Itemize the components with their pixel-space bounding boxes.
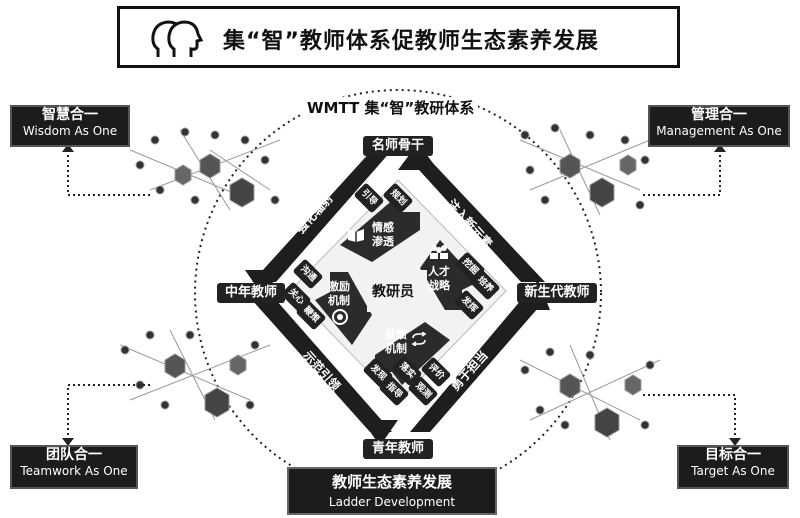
page-title: 集“智”教师体系促教师生态素养发展 — [223, 29, 599, 54]
band-top-right — [410, 160, 545, 282]
network-cluster-top-left — [129, 127, 281, 211]
network-cluster-bottom-left — [119, 329, 271, 421]
people-icon — [430, 245, 448, 259]
corner-target-cn: 目标合一 — [705, 447, 761, 463]
band-top-left — [252, 150, 392, 282]
band-bottom-left — [252, 300, 392, 432]
arrowhead-top-right — [714, 144, 726, 152]
quadrant-top-line1: 情感 — [372, 221, 394, 234]
arrowhead-bottom-right — [729, 438, 741, 446]
quadrant-right-line1: 人才 — [428, 265, 450, 278]
arrowhead-top-left — [62, 144, 74, 152]
corner-wisdom-en: Wisdom As One — [22, 124, 118, 138]
quadrant-bottom-line1: 反馈 — [385, 328, 407, 341]
corner-management-cn: 管理合一 — [691, 107, 747, 123]
bottom-box-en: Ladder Development — [328, 495, 456, 509]
corner-target: 目标合一 Target As One — [677, 445, 789, 489]
connector-bottom-left — [67, 384, 150, 440]
book-icon — [348, 229, 364, 242]
vertex-bottom: 青年教师 — [363, 439, 433, 459]
connector-top-right — [640, 150, 721, 196]
corner-wisdom: 智慧合一 Wisdom As One — [10, 105, 130, 147]
arrowhead-band-top-right — [398, 143, 438, 170]
cycle-icon — [411, 332, 427, 346]
corner-wisdom-cn: 智慧合一 — [42, 107, 98, 123]
arrowhead-band-bottom-left — [362, 420, 398, 446]
center-label: 教研员 — [372, 284, 414, 300]
connector-top-left — [67, 150, 150, 196]
vertex-left: 中年教师 — [217, 283, 285, 303]
vertex-top: 名师骨干 — [363, 136, 433, 156]
vertex-right: 新生代教师 — [517, 283, 597, 303]
bottom-box: 教师生态素养发展 Ladder Development — [287, 467, 497, 515]
corner-target-en: Target As One — [691, 464, 775, 478]
quadrant-left-line1: 激励 — [328, 280, 350, 293]
band-bottom-right — [410, 300, 545, 432]
connector-bottom-right — [640, 394, 736, 440]
target-icon — [332, 309, 348, 325]
network-cluster-top-right — [519, 123, 651, 216]
corner-management-en: Management As One — [656, 124, 782, 138]
corner-teamwork: 团队合一 Teamwork As One — [10, 445, 138, 489]
network-cluster-bottom-right — [519, 344, 661, 441]
wmtt-label: WMTT 集“智”教研体系 — [303, 97, 479, 118]
quadrant-bottom-line2: 机制 — [385, 342, 407, 355]
heads-icon — [151, 20, 204, 57]
arrowhead-bottom-left — [62, 438, 74, 446]
pinwheel-left — [315, 272, 372, 345]
center-tile — [367, 270, 427, 312]
diamond-bands — [245, 143, 550, 446]
quadrant-top-line2: 渗透 — [372, 235, 394, 248]
quadrant-left-line2: 机制 — [328, 294, 350, 307]
quadrant-right-line2: 战略 — [428, 279, 450, 292]
corner-teamwork-en: Teamwork As One — [20, 464, 128, 478]
corner-teamwork-cn: 团队合一 — [46, 447, 102, 463]
bottom-box-cn: 教师生态素养发展 — [331, 473, 452, 491]
pinwheel-top — [340, 198, 420, 262]
corner-management: 管理合一 Management As One — [648, 105, 790, 147]
title-box: 集“智”教师体系促教师生态素养发展 — [117, 6, 680, 68]
